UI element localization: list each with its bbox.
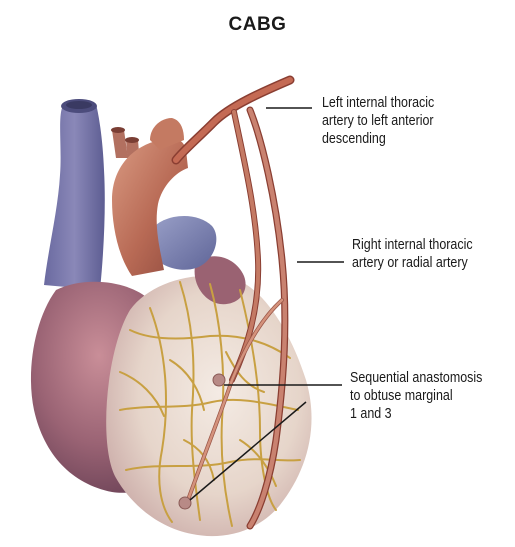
- label-right-internal-thoracic-artery: Right internal thoracic artery or radial…: [352, 236, 473, 272]
- label-left-internal-thoracic-artery: Left internal thoracic artery to left an…: [322, 94, 434, 148]
- label-line: Sequential anastomosis: [350, 369, 482, 387]
- anastomosis-node-upper: [213, 374, 225, 386]
- label-line: artery or radial artery: [352, 254, 473, 272]
- label-line: artery to left anterior: [322, 112, 434, 130]
- anastomosis-node-lower: [179, 497, 191, 509]
- label-line: to obtuse marginal: [350, 387, 482, 405]
- superior-vena-cava: [44, 104, 105, 290]
- label-line: descending: [322, 130, 434, 148]
- label-line: 1 and 3: [350, 405, 482, 423]
- label-sequential-anastomosis: Sequential anastomosis to obtuse margina…: [350, 369, 482, 423]
- label-line: Left internal thoracic: [322, 94, 434, 112]
- label-line: Right internal thoracic: [352, 236, 473, 254]
